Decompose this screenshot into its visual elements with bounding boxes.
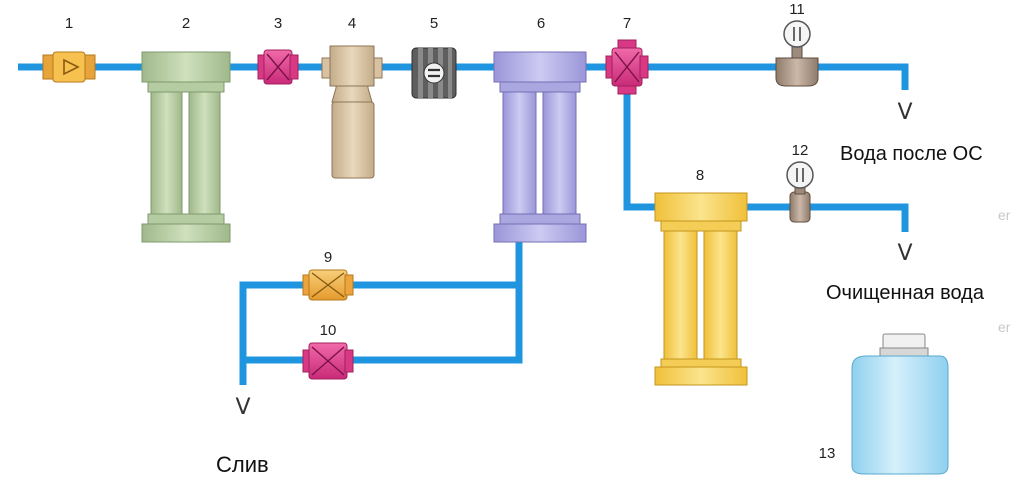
gauge-bars-icon xyxy=(796,168,804,182)
label-num-13: 13 xyxy=(819,445,836,462)
component-6-membrane xyxy=(493,51,587,243)
label-num-2: 2 xyxy=(182,15,190,32)
cross-icon xyxy=(311,346,345,376)
cross-icon xyxy=(311,272,345,298)
component-12-gauge xyxy=(786,161,814,223)
label-num-12: 12 xyxy=(792,142,809,159)
branch-pipe-to-postfilter xyxy=(623,67,909,232)
label-num-7: 7 xyxy=(623,15,631,32)
component-13-tank xyxy=(851,333,949,475)
label-num-6: 6 xyxy=(537,15,545,32)
drain-pipe-lower xyxy=(243,285,523,364)
label-purified-water: Очищенная вода xyxy=(826,282,985,304)
label-num-10: 10 xyxy=(320,322,337,339)
component-5-module xyxy=(411,47,457,99)
label-num-4: 4 xyxy=(348,15,356,32)
label-num-1: 1 xyxy=(65,15,73,32)
label-num-8: 8 xyxy=(696,167,704,184)
component-1-flow-sensor xyxy=(42,51,96,83)
drain-pipe-upper xyxy=(239,240,523,385)
main-inlet-pipe xyxy=(18,63,909,90)
component-7-valve xyxy=(605,39,649,95)
play-arrow-icon xyxy=(63,58,80,76)
label-num-5: 5 xyxy=(430,15,438,32)
label-num-9: 9 xyxy=(324,249,332,266)
label-drain: Слив xyxy=(216,452,269,477)
outlet-marker-purified: V xyxy=(897,241,912,266)
gauge-bars-icon xyxy=(793,27,801,41)
label-num-3: 3 xyxy=(274,15,282,32)
label-ro-water: Вода после ОС xyxy=(840,143,983,165)
component-2-prefilter xyxy=(141,51,231,243)
cross-icon xyxy=(266,53,290,81)
component-9-valve xyxy=(302,269,354,301)
outlet-marker-ro: V xyxy=(897,100,912,125)
cross-icon xyxy=(614,51,640,83)
edge-artifact: er xyxy=(998,207,1011,223)
component-8-postfilter xyxy=(654,192,748,386)
edge-artifact: er xyxy=(998,319,1011,335)
outlet-marker-drain: V xyxy=(235,395,250,420)
component-4-cartridge xyxy=(321,45,383,179)
component-11-gauge xyxy=(775,20,819,87)
component-3-valve xyxy=(257,49,299,85)
component-10-valve xyxy=(302,342,354,380)
label-num-11: 11 xyxy=(789,1,805,18)
equals-icon xyxy=(428,68,440,78)
